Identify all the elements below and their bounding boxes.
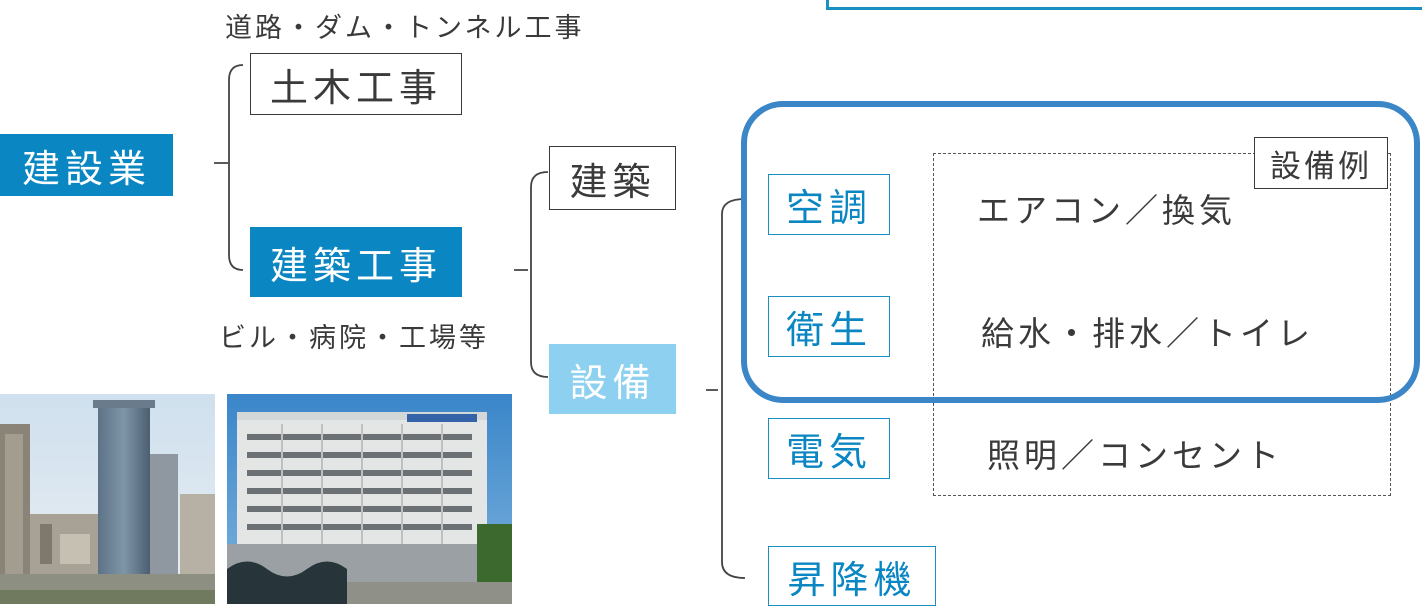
- examples-label-box: 設備例: [1254, 137, 1388, 189]
- elevator-box: 昇降機: [768, 546, 936, 606]
- electrical-examples: 照明／コンセント: [987, 436, 1283, 475]
- architecture-box: 建築: [549, 146, 676, 210]
- building-examples-text: ビル・病院・工場等: [219, 323, 489, 354]
- sanitation-box: 衛生: [768, 296, 890, 357]
- examples-dashed-frame: [933, 153, 1391, 496]
- electrical-box: 電気: [768, 418, 890, 479]
- office-building-photo: [0, 394, 215, 604]
- construction-industry-box: 建設業: [0, 134, 173, 196]
- highlight-frame: [741, 101, 1420, 403]
- facilities-box: 設備: [549, 344, 676, 414]
- civil-examples-text: 道路・ダム・トンネル工事: [225, 13, 585, 44]
- top-frame: [826, 0, 1422, 10]
- sanitation-examples: 給水・排水／トイレ: [981, 314, 1314, 353]
- civil-engineering-box: 土木工事: [250, 53, 462, 115]
- air-conditioning-examples: エアコン／換気: [977, 191, 1236, 230]
- building-construction-box: 建築工事: [250, 227, 462, 297]
- hospital-photo: [227, 394, 512, 604]
- air-conditioning-box: 空調: [768, 174, 890, 235]
